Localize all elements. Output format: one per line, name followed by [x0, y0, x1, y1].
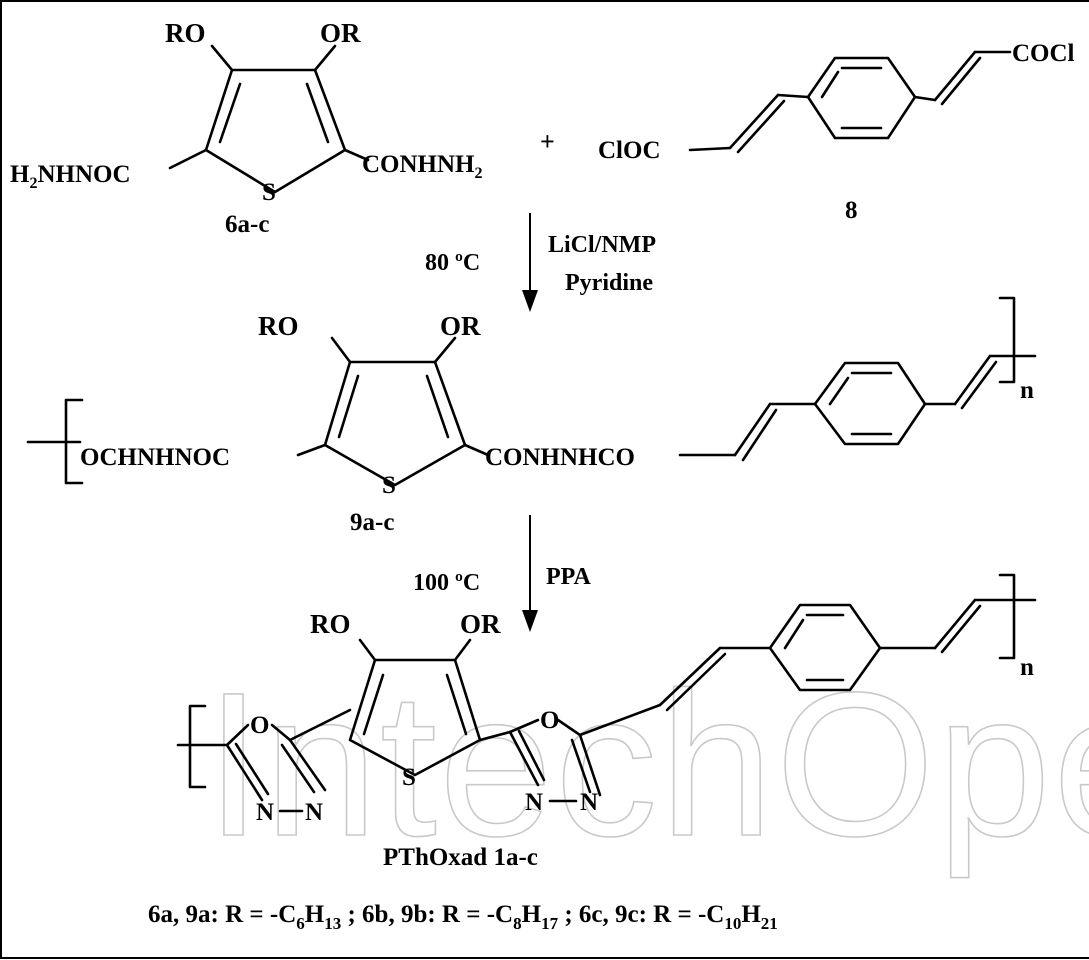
intermediate-substituent-ro: RO	[258, 311, 299, 341]
product-ring-sulfur: S	[402, 764, 416, 791]
intermediate-substituent-or: OR	[440, 311, 481, 341]
watermark: IntechOpen	[205, 650, 1089, 879]
step2-temperature: 100 ºC	[413, 570, 480, 596]
step1-reagent-pyridine: Pyridine	[565, 270, 653, 296]
step2-reagent-ppa: PPA	[546, 564, 592, 590]
product-pthoxad	[176, 573, 1037, 802]
product-repeat-n: n	[1020, 654, 1034, 681]
hydrazide-left-group: H2NHNOC	[10, 161, 131, 192]
reactant-label-8: 8	[845, 197, 858, 224]
reaction-arrow-2	[522, 515, 538, 632]
product-substituent-or: OR	[460, 609, 501, 639]
step1-temperature: 80 ºC	[425, 250, 480, 276]
right-oxadiazole-oxygen: O	[540, 707, 559, 734]
intermediate-repeat-n: n	[1020, 377, 1034, 404]
product-label-pthoxad: PThOxad 1a-c	[383, 844, 538, 871]
ring-sulfur: S	[262, 179, 276, 206]
substituent-or: OR	[320, 18, 361, 48]
acid-chloride-left: ClOC	[598, 137, 661, 164]
reaction-arrow-1	[522, 213, 538, 312]
reactant-label-6a-c: 6a-c	[225, 211, 269, 238]
right-oxadiazole-nitrogen-1: N	[525, 789, 543, 816]
intermediate-right-group: CONHNHCO	[485, 444, 635, 471]
right-oxadiazole-nitrogen-2: N	[580, 789, 598, 816]
left-oxadiazole-oxygen: O	[250, 712, 269, 739]
product-substituent-ro: RO	[310, 609, 351, 639]
intermediate-9a-c	[26, 296, 1037, 487]
substituent-ro: RO	[165, 18, 206, 48]
plus-sign: +	[540, 127, 555, 156]
substituent-footnote: 6a, 9a: R = -C6H13 ; 6b, 9b: R = -C8H17 …	[148, 901, 778, 933]
step1-reagent-licl-nmp: LiCl/NMP	[548, 232, 656, 258]
intermediate-label-9a-c: 9a-c	[350, 509, 394, 536]
hydrazide-right-group: CONHNH2	[362, 151, 483, 182]
left-oxadiazole-nitrogen-1: N	[256, 799, 274, 826]
acid-chloride-right: COCl	[1012, 40, 1075, 67]
left-oxadiazole-nitrogen-2: N	[305, 799, 323, 826]
monomer-6a-c	[168, 44, 370, 194]
intermediate-left-group: OCHNHNOC	[80, 444, 230, 471]
intermediate-ring-sulfur: S	[382, 472, 396, 499]
monomer-8	[688, 50, 1012, 154]
